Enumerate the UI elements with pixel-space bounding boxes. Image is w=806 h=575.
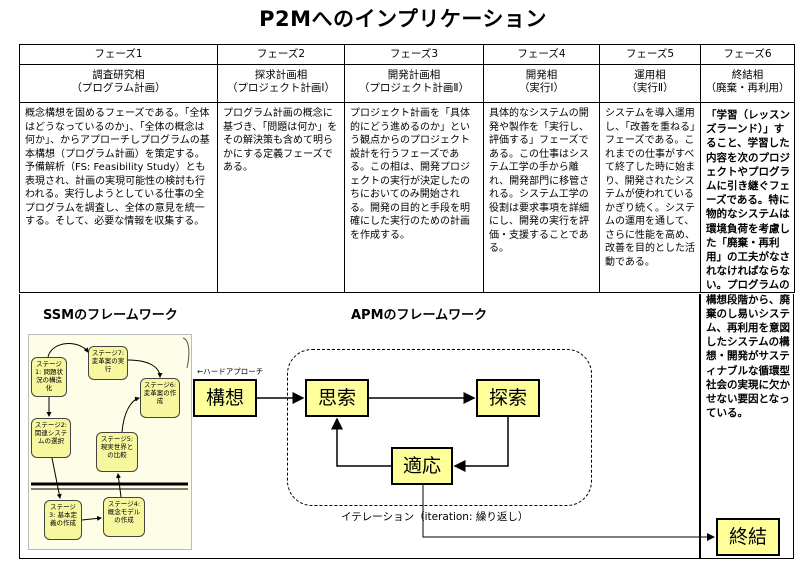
phase-name-main: 開発計画相 [387, 69, 441, 81]
ssm-stage-3: ステージ3: 基本定義の作成 [44, 500, 82, 540]
phase-desc-2: プログラム計画の概念に基づき、「問題は何か」をその解決策も含めて明らかにする定義… [217, 102, 345, 293]
phase-desc-6: 「学習（レッスンズラーンド）」すること、学習した内容を次のプロジェクトやプログラ… [706, 109, 790, 420]
ssm-arrow-7-6 [127, 359, 163, 378]
shiko-box: 思索 [305, 379, 369, 417]
ssm-title: SSMのフレームワーク [43, 308, 178, 323]
ssm-stage-2: ステージ2: 関連システムの選択 [31, 418, 71, 458]
phase-table: フェーズ1 フェーズ2 フェーズ3 フェーズ4 フェーズ5 フェーズ6 調査研究… [19, 44, 795, 293]
tansaku-box: 探索 [476, 379, 540, 417]
tekiou-box: 適応 [391, 447, 453, 485]
shuketsu-box: 終結 [716, 518, 780, 556]
phase-name-main: 調査研究相 [92, 69, 145, 81]
kouso-box: 構想 [193, 379, 257, 417]
phase-desc-5: システムを導入運用し、「改善を重ねる」フェーズである。これまでの仕事がすべて終了… [599, 102, 701, 293]
ssm-bracket [182, 337, 190, 369]
phase-name-sub: （廃棄・再利用） [705, 82, 790, 94]
phase-name-sub: （実行Ⅰ） [518, 82, 565, 94]
phase-name-sub: （プロジェクト計画Ⅱ） [358, 82, 470, 94]
ssm-stage-7: ステージ7: 変革案の実行 [88, 346, 128, 380]
ssm-arrow-5-6 [121, 396, 140, 433]
arrow-to-shuketsu [422, 485, 715, 541]
phase-name-1: 調査研究相（プログラム計画） [19, 64, 218, 103]
ssm-arrow-2-3 [51, 457, 62, 499]
phase-name-sub: （プログラム計画） [71, 82, 166, 94]
ssm-stage-4: ステージ4: 概念モデルの作成 [103, 497, 145, 537]
phase-name-sub: （プロジェクト計画Ⅰ） [226, 82, 336, 94]
phase-desc-6-cell [700, 102, 795, 293]
phase-name-sub: （実行Ⅱ） [626, 82, 674, 94]
phase-desc-3: プロジェクト計画を「具体的にどう進めるのか」という観点からのプロジェクト設計を行… [344, 102, 484, 293]
ssm-stage-5: ステージ5: 現実世界との比較 [96, 432, 138, 472]
hard-approach-label: ←ハードアプローチ [197, 367, 264, 376]
phase-desc-4: 具体的なシステムの開発や製作を「実行し、評価する」フェーズである。この仕事はシス… [483, 102, 600, 293]
phase-name-main: 運用相 [634, 69, 666, 81]
phase-name-main: 開発相 [525, 69, 558, 81]
framework-area [19, 294, 700, 559]
arrow-tansaku-tekiou [453, 417, 509, 472]
phase-name-4: 開発相（実行Ⅰ） [483, 64, 600, 103]
phase-name-5: 運用相（実行Ⅱ） [599, 64, 701, 103]
phase-name-2: 探求計画相（プロジェクト計画Ⅰ） [217, 64, 345, 103]
phase-6-column-tail [700, 294, 794, 559]
phase-name-main: 終結相 [731, 69, 764, 81]
ssm-arrow-3-4 [81, 515, 102, 521]
apm-title: APMのフレームワーク [351, 308, 488, 323]
phase-header-5: フェーズ5 [599, 44, 701, 65]
iteration-label: イテレーション（iteration: 繰り返し） [341, 511, 529, 523]
phase-name-main: 探求計画相 [254, 69, 308, 81]
ssm-arrow-1-7 [47, 343, 89, 358]
page-title: P2Mへのインプリケーション [259, 7, 547, 31]
ssm-stage-6: ステージ6: 変革案の作成 [140, 378, 180, 418]
ssm-stage-1: ステージ1: 問題状況の構造化 [31, 357, 67, 397]
arrow-tekiou-shiko [331, 417, 391, 467]
phase-desc-1: 概念構想を固めるフェーズである。「全体はどうなっているのか」、「全体の概念は何か… [19, 102, 218, 293]
iteration-loop-frame [287, 349, 592, 506]
